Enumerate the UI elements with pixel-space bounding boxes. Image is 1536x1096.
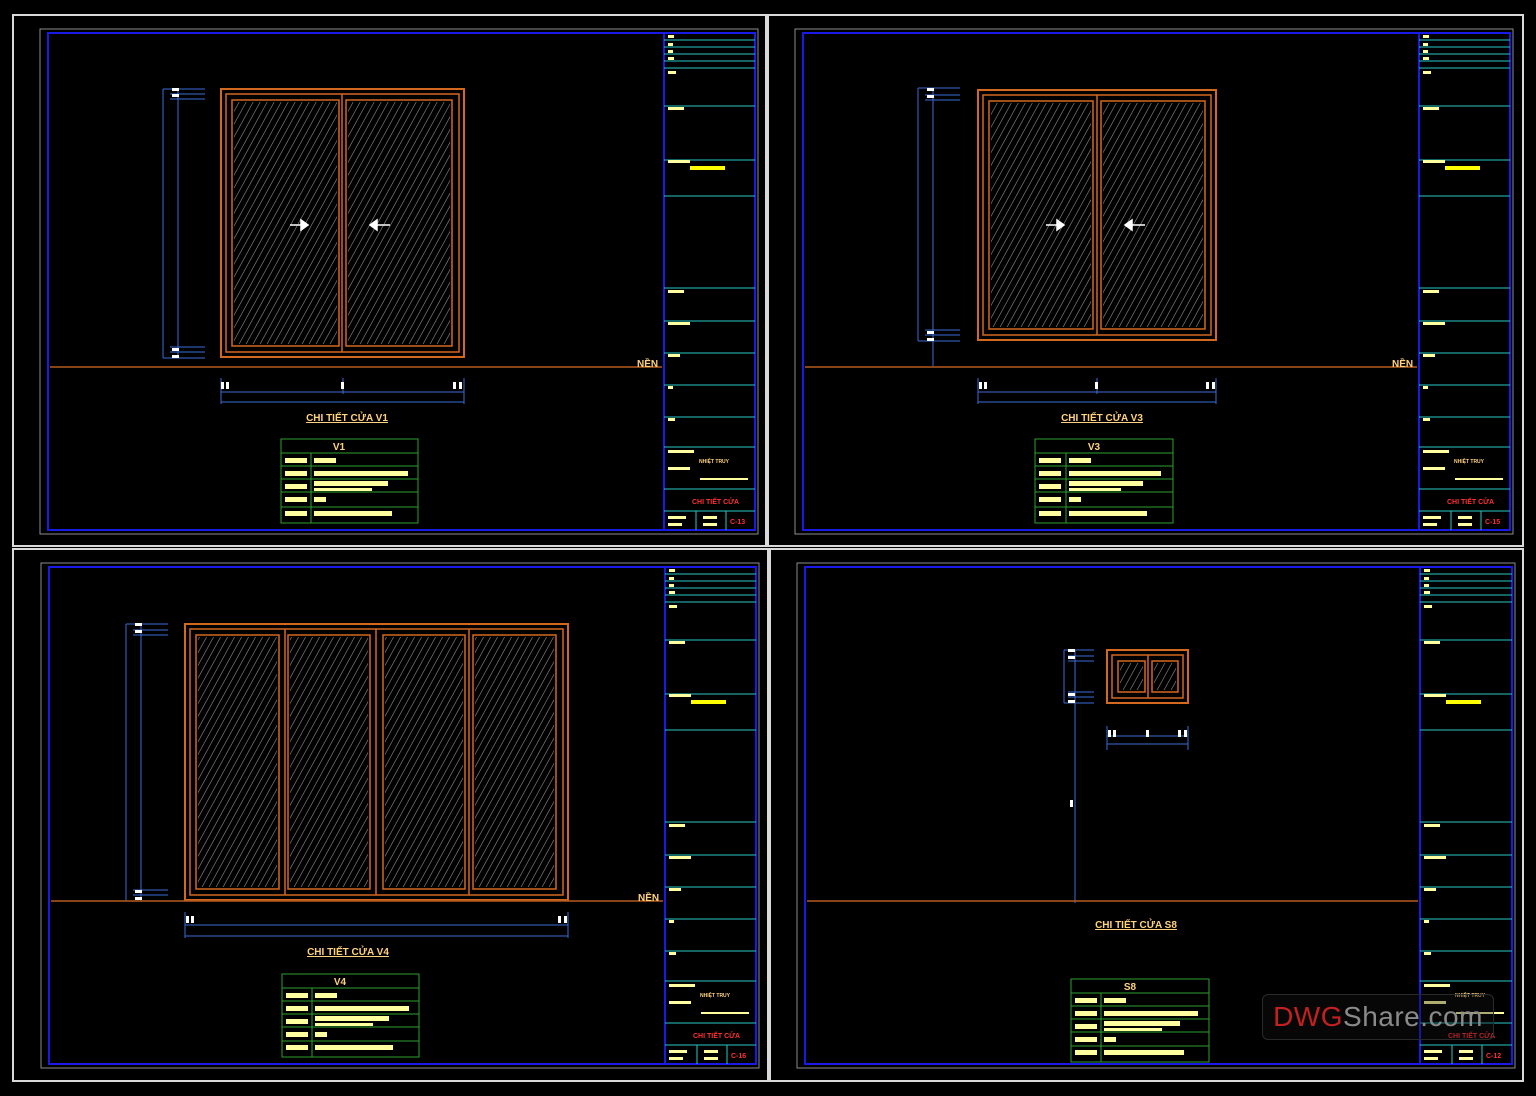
glass-hatch: [991, 103, 1091, 327]
titleblock-drawing-name: CHI TIẾT CỬA: [1448, 1030, 1495, 1040]
detail-title: CHI TIẾT CỬA V4: [307, 945, 389, 958]
slide-arrow-right-icon: [1046, 218, 1066, 232]
sheet-s8: NHIỆT TRUY CHI TIẾT CỬA C-12 CHI TIẾT CỬ…: [769, 548, 1524, 1082]
dimension-ticks: [172, 88, 462, 389]
title-block-text-marks: [668, 35, 748, 526]
titleblock-drawing-name: CHI TIẾT CỬA: [692, 496, 739, 506]
titleblock-project: NHIỆT TRUY: [1454, 457, 1485, 465]
drawing-frame-inner: [802, 32, 1511, 531]
sheet-border: [12, 14, 767, 547]
watermark-part1: DWG: [1273, 1001, 1344, 1032]
schedule-title: V4: [334, 977, 347, 988]
glass-panel: [1100, 100, 1206, 330]
slide-arrow-left-icon: [368, 218, 390, 232]
sheet-v1: NHIỆT TRUY CHI TIẾT CỬA C-13: [12, 14, 767, 547]
drawing-frame-inner: [804, 566, 1513, 1065]
schedule-table: S8: [1070, 978, 1210, 1063]
title-block-text-marks: [1424, 569, 1504, 1060]
dimension-lines: [917, 87, 1217, 404]
title-block: [1419, 39, 1510, 512]
glass-hatch: [385, 637, 463, 887]
schedule-title: V3: [1088, 442, 1101, 453]
drawing-frame-outer: [39, 28, 759, 535]
dimension-ticks: [927, 88, 1215, 389]
glass-hatch: [475, 637, 554, 887]
watermark-logo: DWGShare.com: [1262, 994, 1494, 1040]
titleblock-sheet-number: C-16: [731, 1053, 746, 1060]
watermark-part2: Share.com: [1343, 1001, 1483, 1032]
floor-label: NỀN: [1392, 357, 1413, 370]
titleblock-drawing-name: CHI TIẾT CỬA: [1447, 496, 1494, 506]
schedule-title: S8: [1124, 982, 1137, 993]
glass-hatch: [290, 637, 368, 887]
drawing-frame-outer: [796, 562, 1516, 1069]
schedule-table: V1: [280, 438, 419, 524]
glass-panel: [345, 99, 453, 347]
title-block: [1420, 573, 1512, 1046]
sheet-v3: NHIỆT TRUY CHI TIẾT CỬA C-15: [767, 14, 1524, 547]
schedule-table: V4: [281, 973, 420, 1058]
schedule-title: V1: [333, 442, 346, 453]
drawing-frame-inner: [47, 32, 756, 531]
detail-title: CHI TIẾT CỬA S8: [1095, 918, 1177, 931]
glass-panel: [1151, 660, 1179, 693]
title-block: [664, 39, 755, 512]
slide-arrow-left-icon: [1123, 218, 1145, 232]
glass-hatch: [1154, 663, 1176, 690]
glass-panel: [195, 634, 280, 890]
glass-panel: [287, 634, 371, 890]
glass-hatch: [234, 102, 337, 344]
titleblock-project: NHIỆT TRUY: [1455, 991, 1486, 999]
titleblock-project: NHIỆT TRUY: [699, 457, 730, 465]
glass-hatch: [1120, 663, 1143, 690]
dimension-lines: [125, 623, 569, 938]
sheet-border: [12, 548, 769, 1082]
titleblock-sheet-number: C-12: [1486, 1053, 1501, 1060]
sheet-border: [767, 14, 1524, 547]
drawing-frame-outer: [40, 562, 760, 1069]
glass-hatch: [198, 637, 277, 887]
glass-panel: [1117, 660, 1146, 693]
titleblock-project: NHIỆT TRUY: [700, 991, 731, 999]
floor-label: NỀN: [637, 357, 658, 370]
title-block-text-marks: [1423, 35, 1503, 526]
detail-title: CHI TIẾT CỬA V3: [1061, 411, 1143, 424]
dimension-lines: [162, 88, 465, 404]
schedule-table: V3: [1034, 438, 1174, 524]
slide-arrow-right-icon: [290, 218, 310, 232]
glass-panel: [382, 634, 466, 890]
door-elevation-v4: [184, 623, 569, 901]
dimension-lines: [1063, 649, 1189, 903]
sheet-v4: NHIỆT TRUY CHI TIẾT CỬA C-16: [12, 548, 769, 1082]
titleblock-drawing-name: CHI TIẾT CỬA: [693, 1030, 740, 1040]
glass-hatch: [1103, 103, 1203, 327]
glass-panel: [231, 99, 340, 347]
dimension-ticks: [135, 623, 567, 923]
window-elevation-s8: [1106, 649, 1189, 704]
floor-label: NỀN: [638, 891, 659, 904]
titleblock-sheet-number: C-15: [1485, 519, 1500, 526]
drawing-frame-inner: [48, 566, 757, 1065]
dimension-ticks: [1068, 649, 1187, 807]
titleblock-sheet-number: C-13: [730, 519, 745, 526]
title-block-text-marks: [669, 569, 749, 1060]
door-elevation-v3: [977, 89, 1217, 341]
drawing-frame-outer: [794, 28, 1514, 535]
door-elevation-v1: [220, 88, 465, 358]
title-block: [665, 573, 756, 1046]
detail-title: CHI TIẾT CỬA V1: [306, 411, 388, 424]
glass-hatch: [348, 102, 450, 344]
glass-panel: [988, 100, 1094, 330]
sheet-border: [769, 548, 1524, 1082]
glass-panel: [472, 634, 557, 890]
